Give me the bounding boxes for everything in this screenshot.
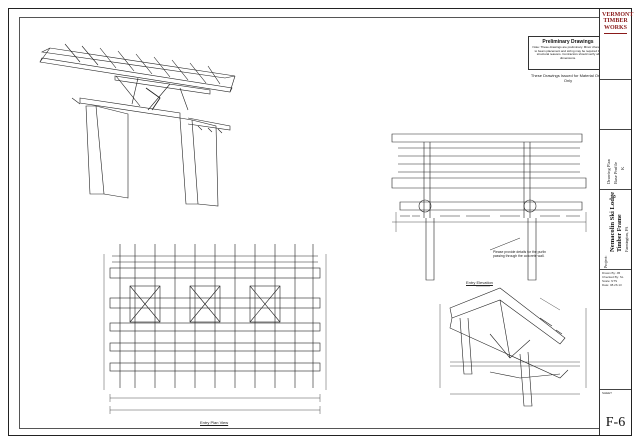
- revision-area: [600, 79, 631, 129]
- sheet-box: SHEET F-6: [600, 389, 631, 435]
- title-block: VERMONT TIMBER WORKS Drawing Plan Base P…: [599, 9, 634, 435]
- technical-drawing: [39, 43, 587, 414]
- project-label: Project:: [603, 255, 608, 268]
- vermont-timber-works-logo: VERMONT TIMBER WORKS: [602, 12, 634, 31]
- drawn-by-box: Drawn By: JB Checked By: SL Scale: NTS D…: [600, 269, 631, 309]
- preliminary-body: Note: These drawings are preliminary. Mi…: [532, 45, 604, 60]
- logo-line-3: WORKS: [603, 24, 627, 31]
- date: Date: 08.26.13: [602, 283, 622, 287]
- elevation-view-title: Entry Elevation: [466, 280, 493, 285]
- sheet-number: F-6: [605, 415, 626, 430]
- entry-section-detail: [439, 285, 587, 407]
- project-subtitle: Timber Frame: [617, 214, 623, 252]
- drawing-sheet: Entry Plan View Entry Elevation Please p…: [8, 8, 634, 436]
- logo-line-2: TIMBER: [603, 18, 628, 25]
- purlin-callout: Please provide details for the purlin pa…: [493, 250, 546, 258]
- scale: Scale: NTS: [602, 279, 618, 283]
- drawing-box: Drawing Plan Base Profile K: [600, 129, 631, 189]
- drawing-area: Entry Plan View Entry Elevation Please p…: [19, 17, 611, 429]
- preliminary-drawings-box: Preliminary Drawings Note: These drawing…: [528, 36, 608, 70]
- drawing-plan-label: Drawing Plan: [606, 159, 611, 184]
- base-profile-label: Base Profile: [613, 161, 618, 184]
- checked-by: Checked By: SL: [602, 275, 624, 279]
- preliminary-heading: Preliminary Drawings: [542, 39, 594, 45]
- drawing-code-label: K: [620, 166, 625, 170]
- project-location: Farmington, PA: [624, 226, 629, 252]
- drawn-by: Drawn By: JB: [602, 271, 621, 275]
- issued-note: These Drawings Issued for Material Order…: [530, 73, 606, 83]
- revision-table: [600, 309, 631, 389]
- sheet-label: SHEET: [602, 391, 613, 395]
- logo-line-1: VERMONT: [602, 12, 634, 18]
- project-box: Project: Nemacolin Ski Lodge Timber Fram…: [600, 189, 631, 269]
- isometric-pergola-view: [39, 43, 236, 207]
- entry-plan-view: [103, 244, 327, 414]
- plan-view-title: Entry Plan View: [200, 420, 229, 425]
- entry-elevation-view: [391, 133, 587, 281]
- project-name: Nemacolin Ski Lodge: [609, 191, 616, 252]
